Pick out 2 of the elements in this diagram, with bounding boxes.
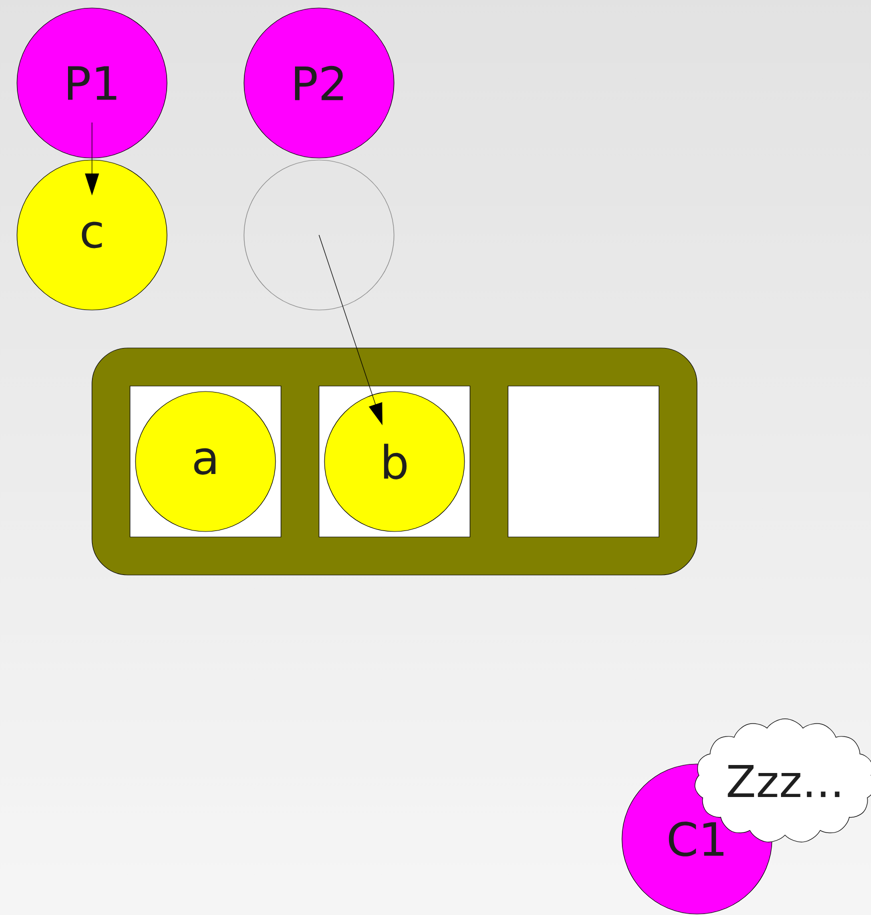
empty-circle <box>244 160 394 310</box>
buffer-slot <box>508 386 660 538</box>
